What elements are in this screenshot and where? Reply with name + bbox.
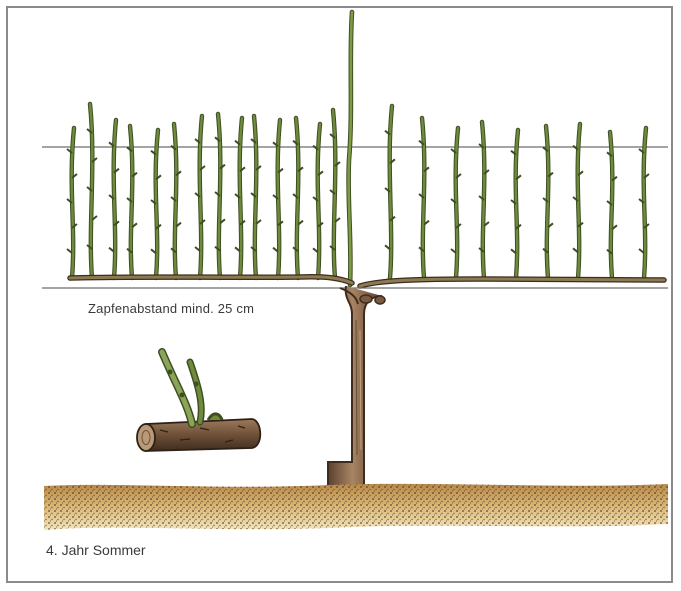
spur-spacing-label: Zapfenabstand mind. 25 cm <box>88 301 254 316</box>
ground-soil <box>44 484 668 530</box>
cordon-arms <box>70 277 664 286</box>
pruned-spur-detail <box>137 352 260 451</box>
vine-trunk <box>328 286 385 486</box>
diagram-caption: 4. Jahr Sommer <box>46 542 146 558</box>
upright-shoots <box>67 104 649 278</box>
central-leader-shoot <box>349 12 352 285</box>
